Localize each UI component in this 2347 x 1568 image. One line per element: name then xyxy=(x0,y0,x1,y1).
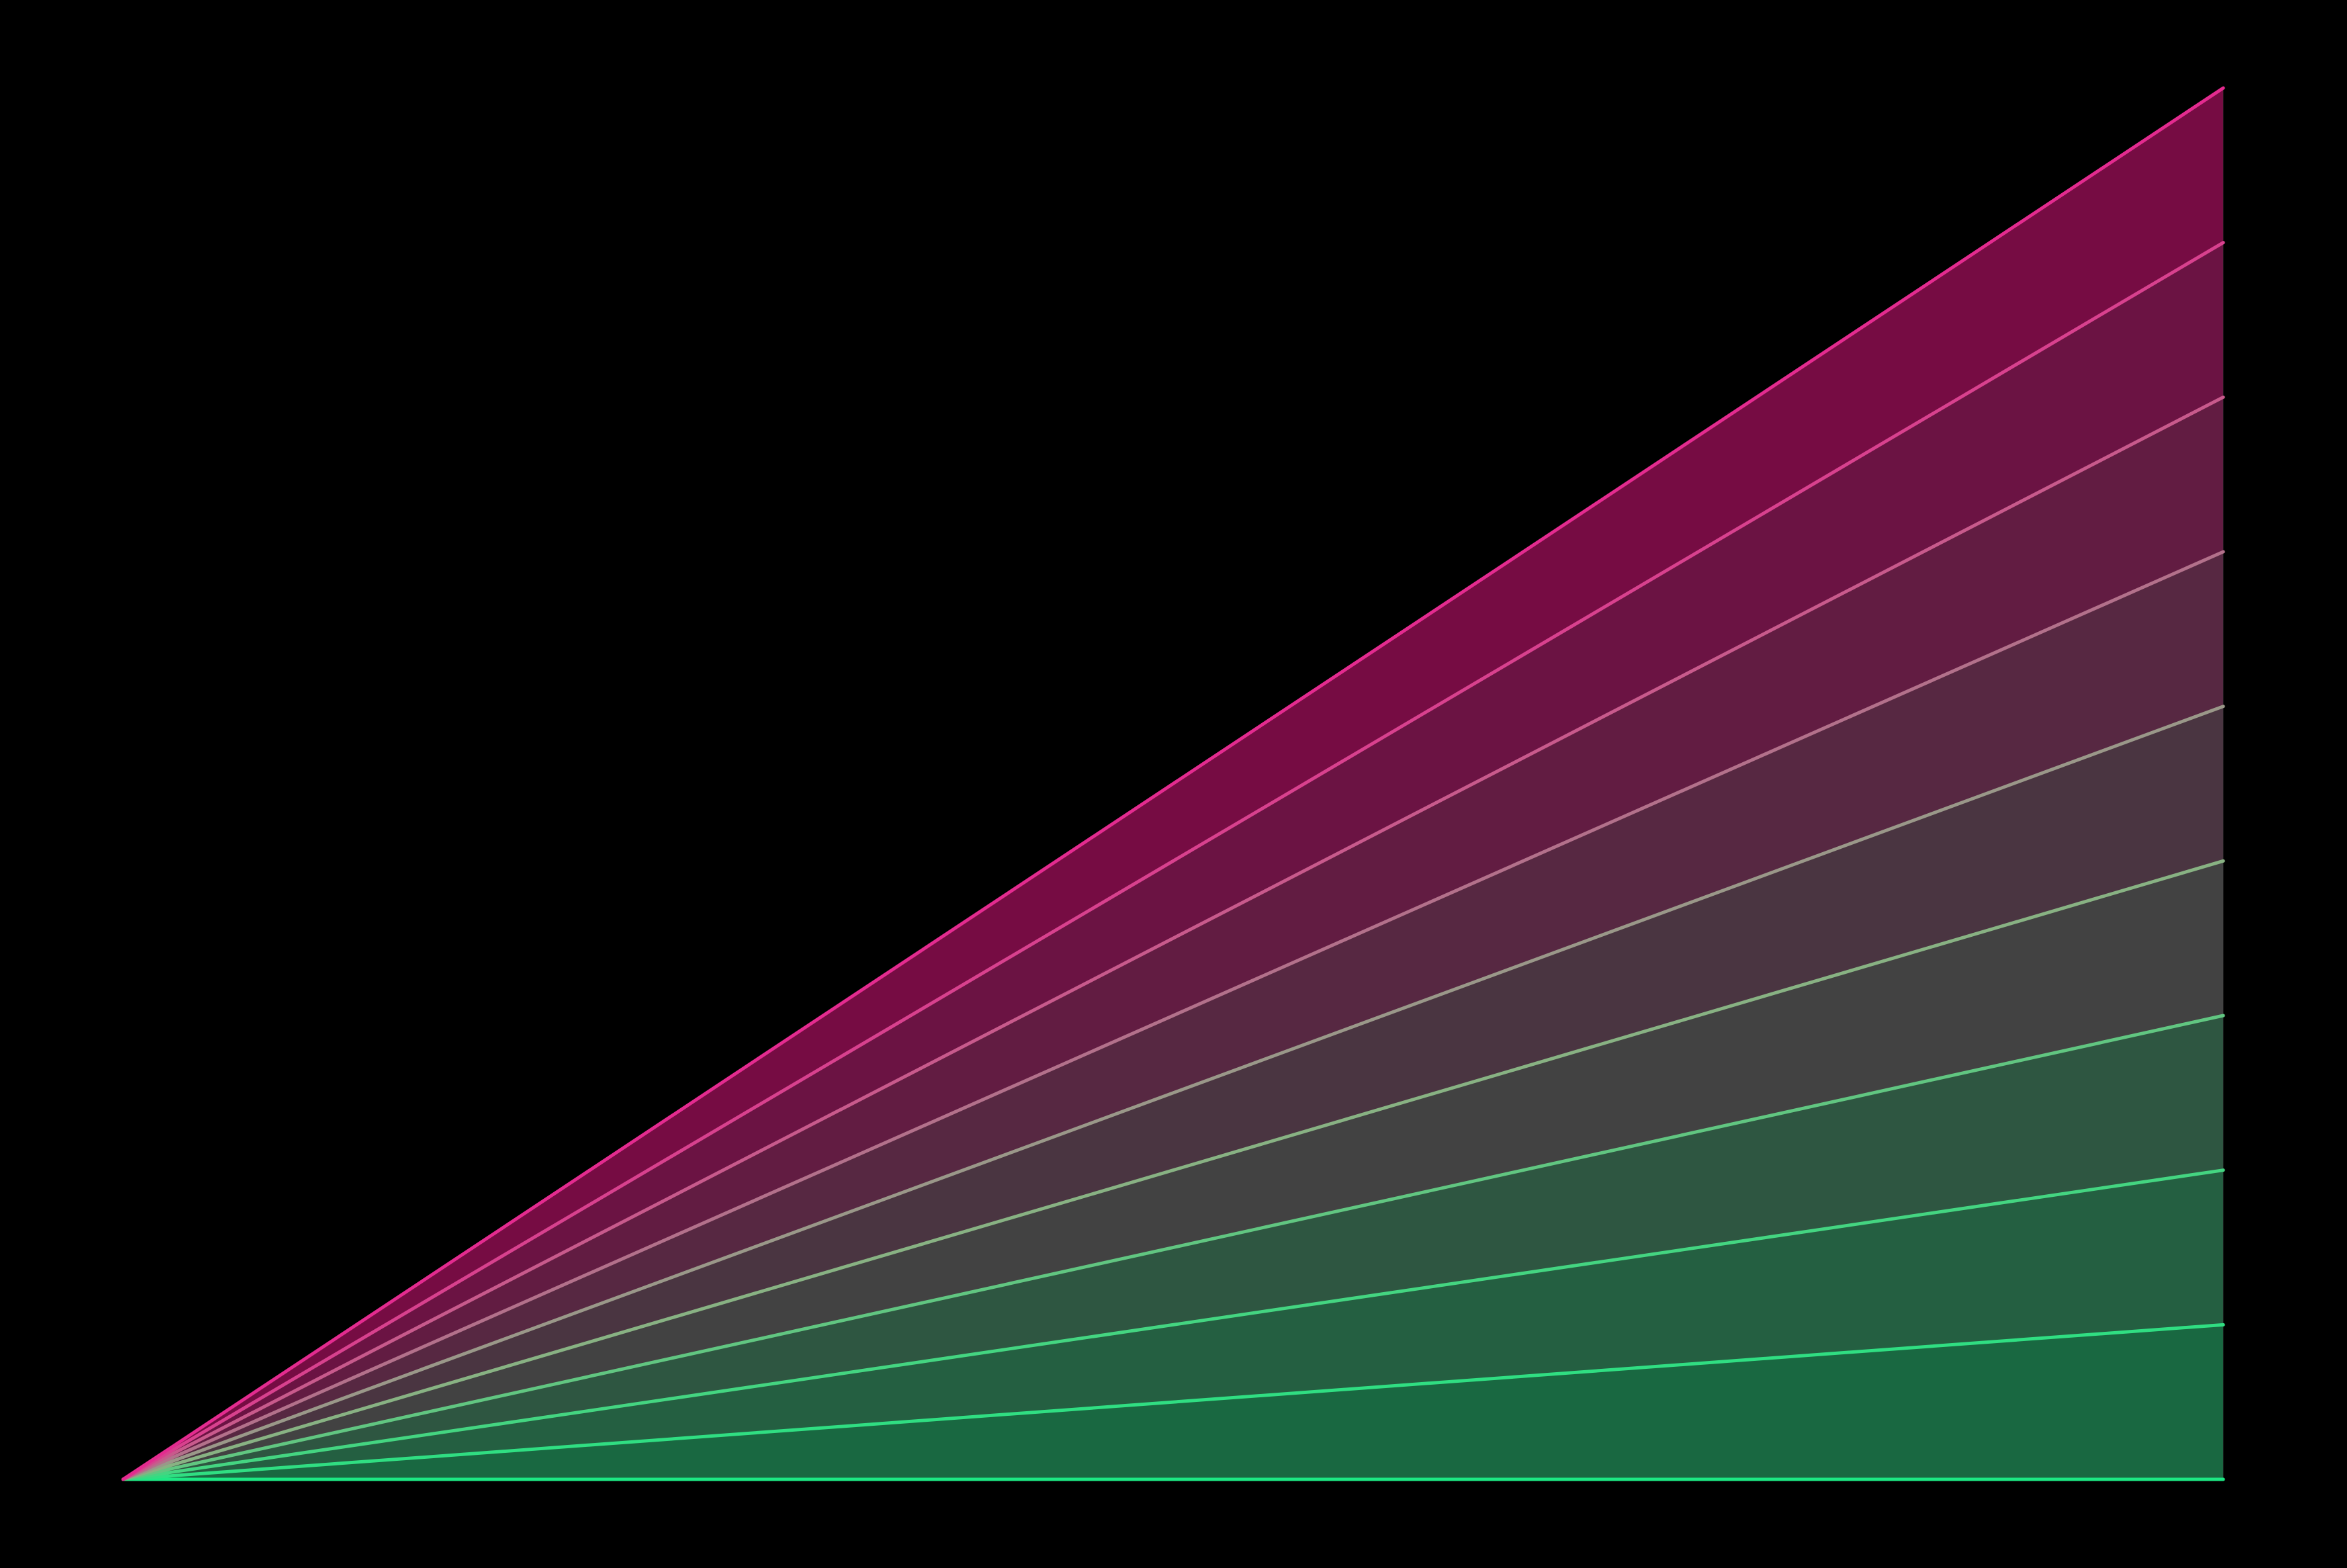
series-line-4 xyxy=(121,859,2225,1481)
series-line-6 xyxy=(121,550,2225,1481)
series-line-7 xyxy=(121,395,2225,1481)
series-line-9 xyxy=(121,86,2225,1481)
series-line-5 xyxy=(121,705,2225,1481)
series-lines xyxy=(121,86,2225,1481)
series-line-2 xyxy=(121,1168,2225,1481)
series-line-1 xyxy=(121,1323,2225,1481)
series-line-8 xyxy=(121,241,2225,1481)
series-line-3 xyxy=(121,1014,2225,1481)
